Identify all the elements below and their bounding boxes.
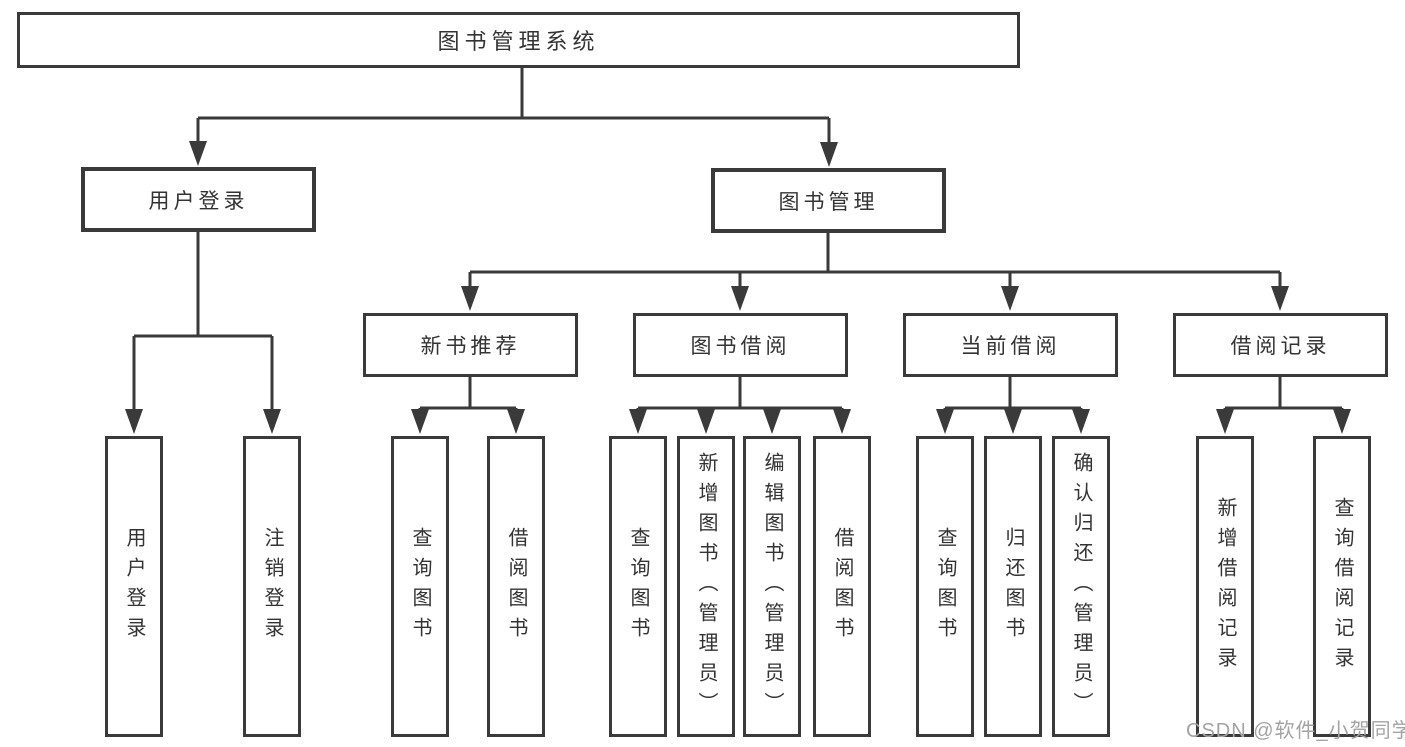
node-new-book-recommend-label: 新书推荐 [420,335,521,358]
leaf-query-borrow-record-label: 查询借阅记录 [1331,496,1353,677]
node-book-borrowing-label: 图书借阅 [690,335,791,358]
node-current-borrowing-label: 当前借阅 [960,335,1061,358]
leaf-recommend-query-books-label: 查询图书 [409,526,431,647]
node-user-login: 用户登录 [81,167,316,232]
leaf-current-query-books: 查询图书 [916,436,974,737]
node-book-management-label: 图书管理 [778,190,879,214]
leaf-borrowing-borrow-books: 借阅图书 [813,436,871,737]
leaf-borrowing-query-books-label: 查询图书 [627,526,649,647]
leaf-recommend-borrow-books-label: 借阅图书 [505,526,527,647]
leaf-query-borrow-record: 查询借阅记录 [1313,436,1371,737]
node-borrowing-records-label: 借阅记录 [1230,335,1331,358]
node-root-label: 图书管理系统 [437,29,600,54]
csdn-watermark-text: CSDN @软件_小贺同学 [1186,720,1405,742]
leaf-borrowing-query-books: 查询图书 [609,436,667,737]
leaf-confirm-return-admin: 确认归还（管理员） [1052,436,1110,737]
leaf-edit-books-admin-label: 编辑图书（管理员） [761,451,783,722]
leaf-current-query-books-label: 查询图书 [934,526,956,647]
leaf-user-login-label: 用户登录 [123,526,145,647]
node-book-borrowing: 图书借阅 [633,313,848,377]
leaf-add-borrow-record-label: 新增借阅记录 [1214,496,1236,677]
arrowheads [125,141,1351,434]
leaf-edit-books-admin: 编辑图书（管理员） [743,436,801,737]
leaf-add-borrow-record: 新增借阅记录 [1196,436,1254,737]
leaf-logout: 注销登录 [243,436,301,737]
node-user-login-label: 用户登录 [148,189,249,213]
node-current-borrowing: 当前借阅 [903,313,1118,377]
node-book-management: 图书管理 [711,168,946,233]
node-new-book-recommend: 新书推荐 [363,313,578,377]
leaf-recommend-borrow-books: 借阅图书 [487,436,545,737]
node-borrowing-records: 借阅记录 [1173,313,1388,377]
leaf-confirm-return-admin-label: 确认归还（管理员） [1070,451,1092,722]
leaf-recommend-query-books: 查询图书 [391,436,449,737]
leaf-add-books-admin-label: 新增图书（管理员） [695,451,717,722]
leaf-return-books-label: 归还图书 [1002,526,1024,647]
leaf-borrowing-borrow-books-label: 借阅图书 [831,526,853,647]
leaf-logout-label: 注销登录 [261,526,283,647]
leaf-user-login: 用户登录 [105,436,163,737]
leaf-add-books-admin: 新增图书（管理员） [677,436,735,737]
node-root: 图书管理系统 [17,12,1020,68]
leaf-return-books: 归还图书 [984,436,1042,737]
csdn-watermark: CSDN @软件_小贺同学 [1186,714,1405,743]
